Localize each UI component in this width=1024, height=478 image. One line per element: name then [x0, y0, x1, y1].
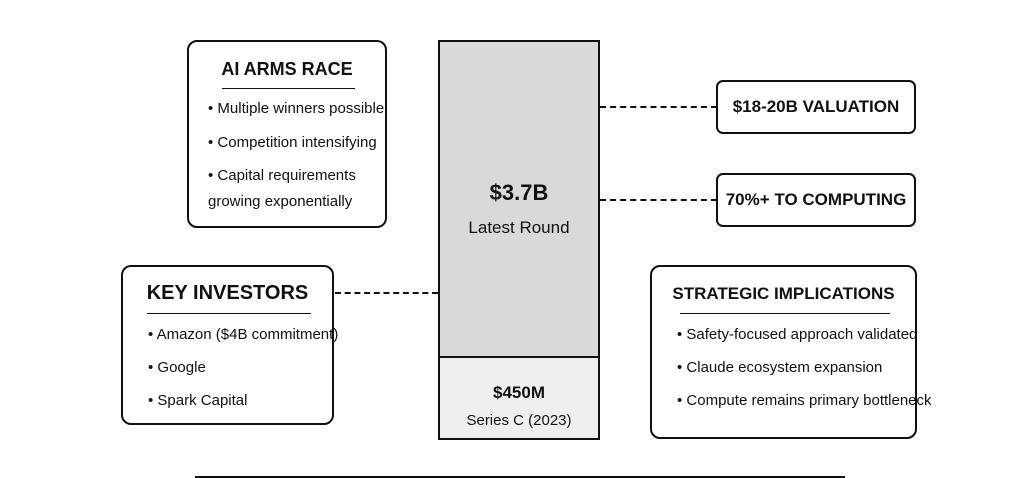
computing-connector: [600, 199, 717, 201]
ai-arms-race-item: • Capital requirements: [208, 167, 356, 184]
series-c-segment: $450M Series C (2023): [440, 358, 598, 438]
ai-arms-race-rule: [222, 88, 355, 89]
valuation-label: $18-20B VALUATION: [732, 97, 900, 116]
key-investors-rule: [147, 313, 311, 314]
series-c-value: $450M: [493, 383, 545, 402]
valuation-connector: [600, 106, 717, 108]
valuation-box: $18-20B VALUATION: [716, 80, 916, 134]
latest-round-caption: Latest Round: [468, 218, 570, 237]
investors-connector: [335, 292, 438, 294]
key-investors-box: KEY INVESTORS • Amazon ($4B commitment) …: [121, 265, 338, 425]
strategic-implications-box: STRATEGIC IMPLICATIONS • Safety-focused …: [650, 265, 932, 439]
strategic-implications-item: • Claude ecosystem expansion: [677, 359, 883, 376]
funding-stacked-bar: $3.7B Latest Round $450M Series C (2023): [438, 40, 600, 440]
latest-round-segment: $3.7B Latest Round: [440, 42, 598, 358]
key-investors-title: KEY INVESTORS: [146, 282, 309, 304]
strategic-implications-item: • Safety-focused approach validated: [677, 326, 918, 343]
ai-arms-race-item: growing exponentially: [208, 193, 353, 210]
key-investors-item: • Spark Capital: [148, 392, 248, 409]
key-investors-item: • Google: [148, 359, 206, 376]
latest-round-value: $3.7B: [489, 180, 549, 205]
strategic-implications-title: STRATEGIC IMPLICATIONS: [672, 284, 895, 303]
bottom-divider: [195, 476, 845, 478]
strategic-implications-item: • Compute remains primary bottleneck: [677, 392, 932, 409]
strategic-implications-rule: [680, 313, 890, 314]
computing-box: 70%+ TO COMPUTING: [716, 173, 916, 227]
ai-arms-race-item: • Multiple winners possible: [208, 100, 385, 117]
ai-arms-race-box: AI ARMS RACE • Multiple winners possible…: [187, 40, 387, 228]
ai-arms-race-title: AI ARMS RACE: [221, 59, 353, 79]
key-investors-item: • Amazon ($4B commitment): [148, 326, 339, 343]
series-c-caption: Series C (2023): [466, 412, 572, 429]
ai-arms-race-item: • Competition intensifying: [208, 134, 377, 151]
computing-label: 70%+ TO COMPUTING: [725, 190, 907, 209]
